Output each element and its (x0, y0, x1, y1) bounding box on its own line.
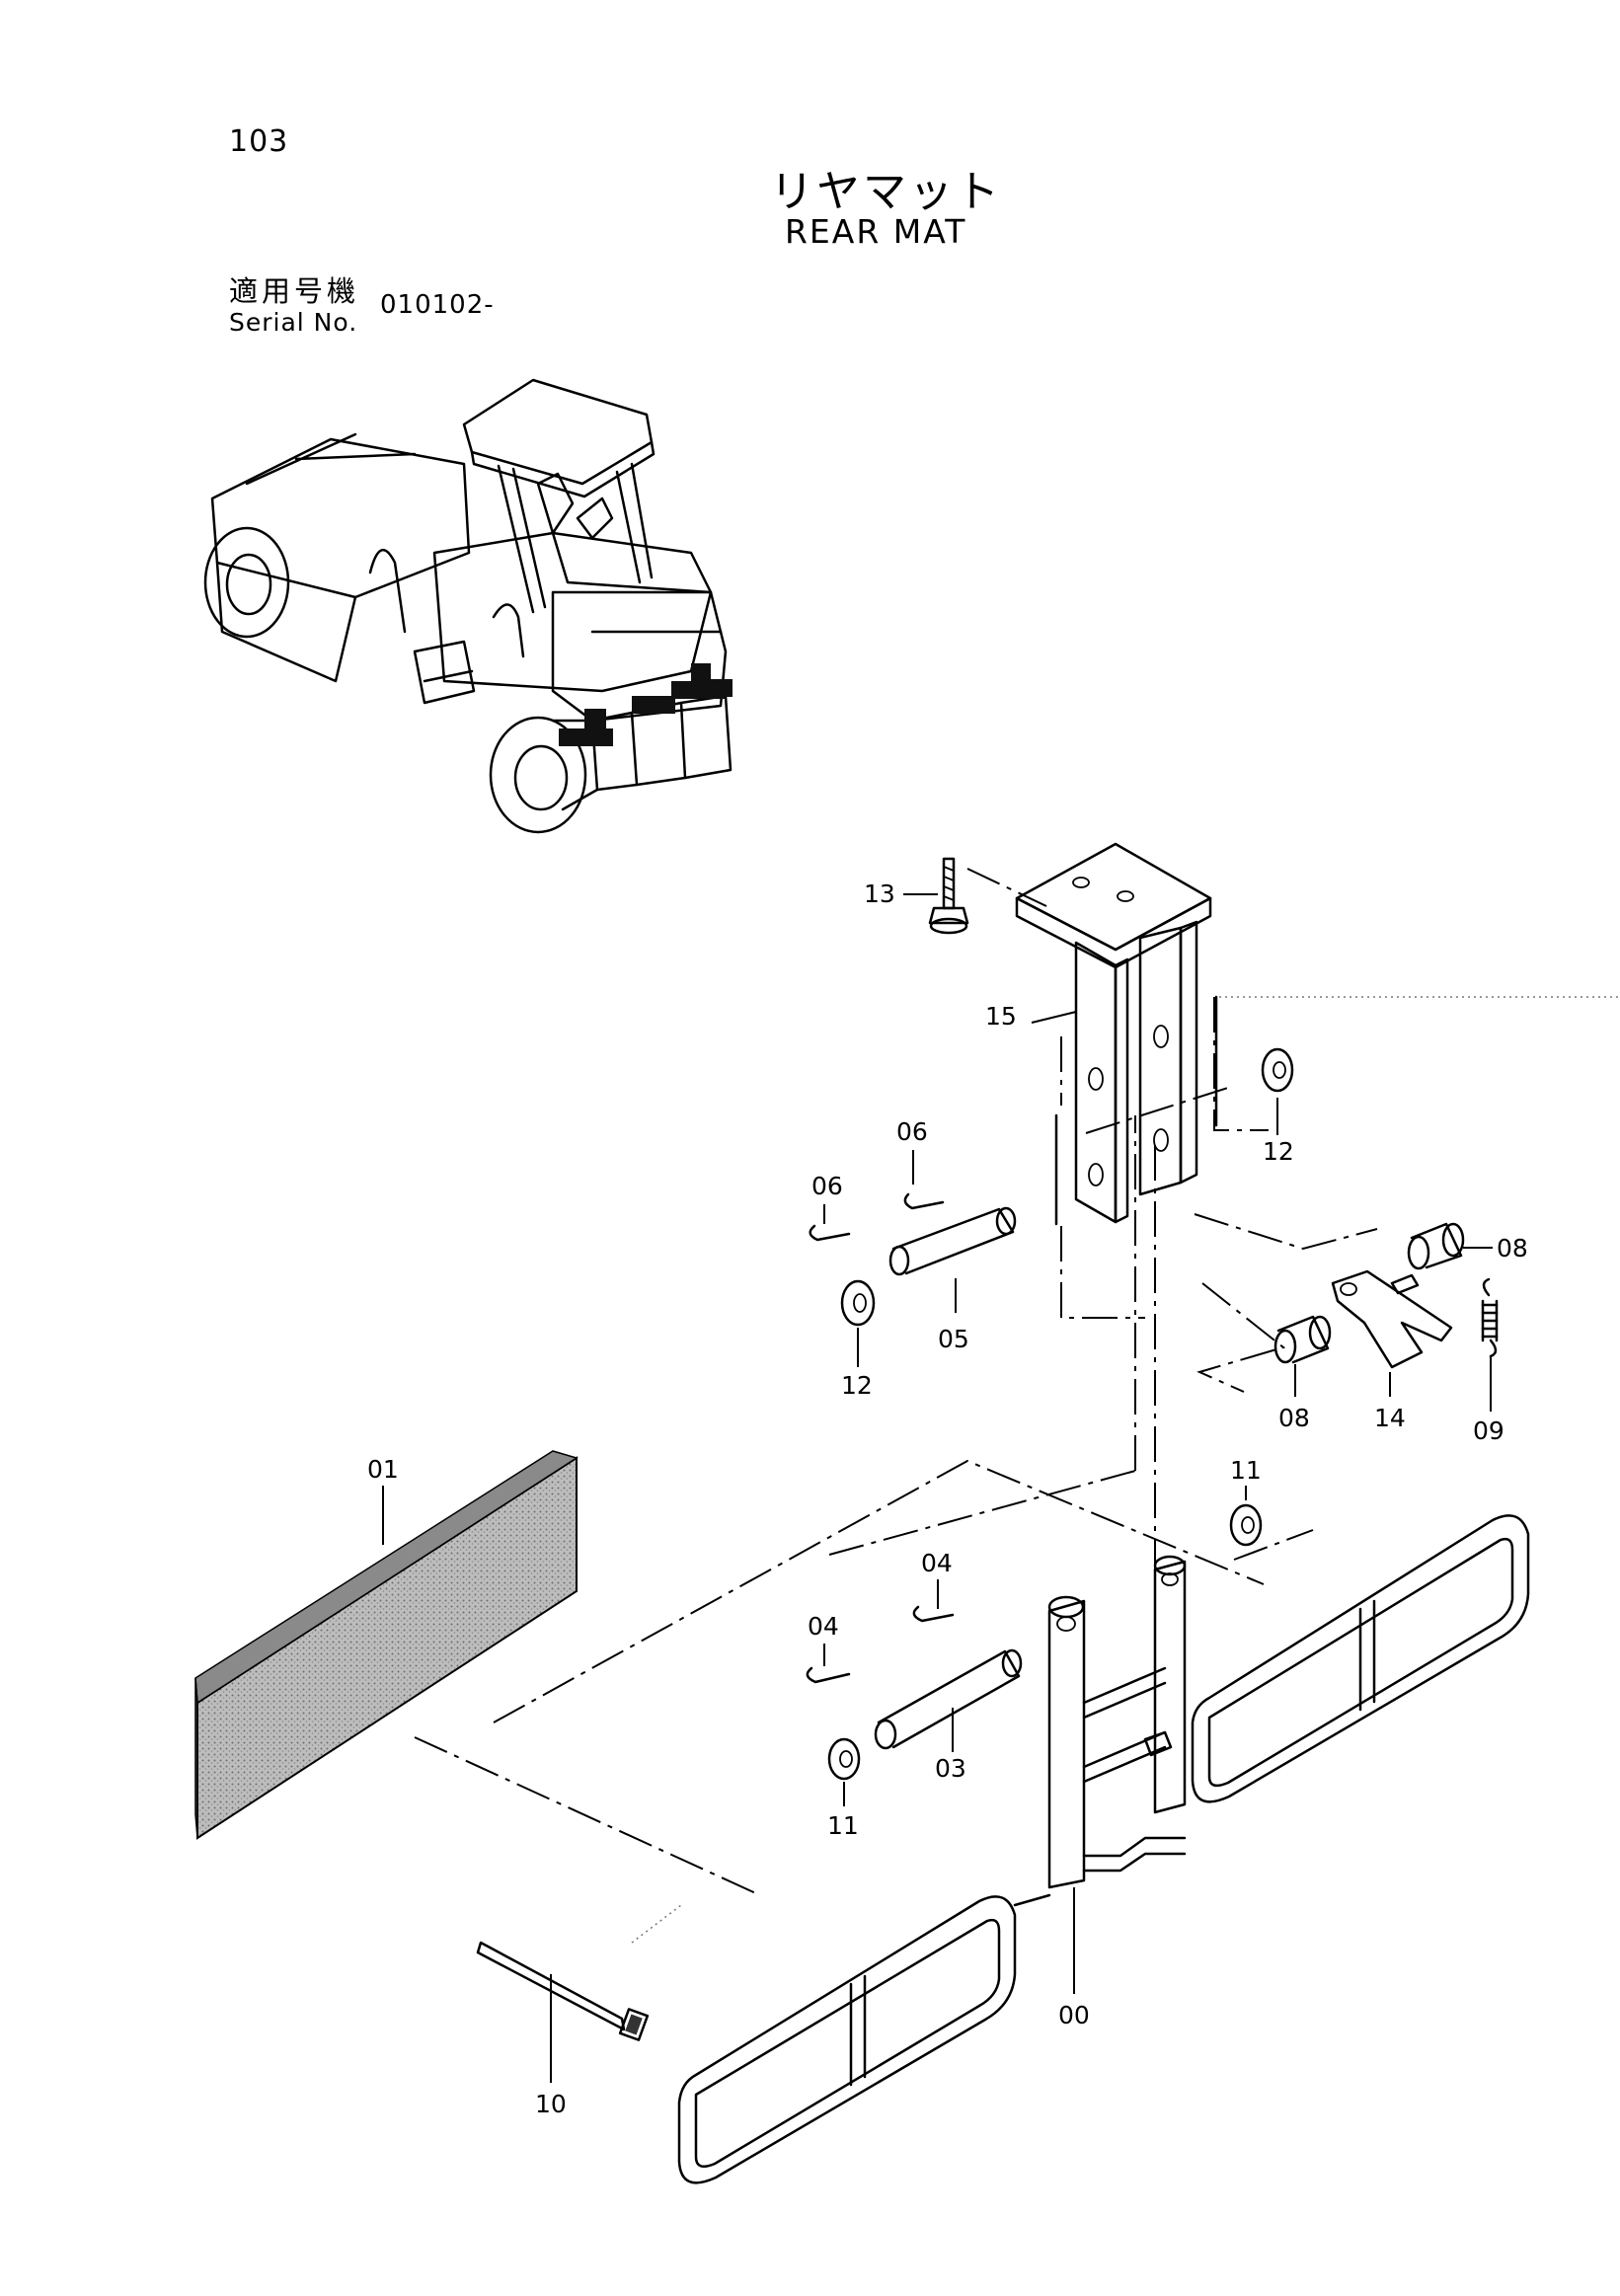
callout-11-lower: 11 (827, 1811, 859, 1840)
callout-04-left: 04 (808, 1612, 839, 1641)
cotter-pin-04-left (806, 1666, 851, 1684)
cotter-pin-04-right (912, 1605, 955, 1623)
callout-labels: 01 13 15 12 06 06 05 12 08 08 14 09 11 0… (367, 880, 1528, 2118)
callout-03: 03 (935, 1754, 966, 1783)
callout-14: 14 (1374, 1404, 1406, 1432)
cotter-pin-06-left (809, 1224, 851, 1242)
washer-12-right (1261, 1047, 1294, 1093)
serial-label-english: Serial No. (229, 308, 358, 337)
callout-12-left: 12 (841, 1371, 873, 1400)
cotter-pin-06-right (903, 1192, 945, 1210)
callout-06-right: 06 (896, 1117, 928, 1146)
band-10-part (476, 1941, 650, 2041)
callout-13: 13 (864, 880, 895, 908)
roller-machine-illustration (203, 378, 733, 834)
pin-03-part (874, 1648, 1023, 1750)
bushing-08-left (1273, 1315, 1332, 1364)
callout-09: 09 (1473, 1416, 1504, 1445)
washer-11-upper (1229, 1503, 1263, 1547)
page-number: 103 (229, 124, 289, 159)
lever-14-part (1331, 1269, 1453, 1369)
reference-dotted-line (631, 1904, 682, 1944)
page-title-english: REAR MAT (785, 212, 967, 251)
serial-number-value: 010102- (380, 290, 495, 320)
callout-12-right: 12 (1263, 1137, 1294, 1166)
callout-15: 15 (985, 1002, 1017, 1031)
pin-05-part (888, 1206, 1017, 1276)
callout-00: 00 (1058, 2001, 1090, 2029)
bracket-part (1015, 842, 1218, 1226)
serial-label-japanese: 適用号機 (229, 274, 360, 308)
callout-05: 05 (938, 1325, 969, 1353)
spring-09-part (1481, 1277, 1499, 1358)
bolt-part (928, 857, 969, 935)
frame-00-part (677, 1514, 1530, 2184)
washer-12-left (840, 1279, 876, 1327)
callout-10: 10 (535, 2090, 567, 2118)
callout-08-right: 08 (1497, 1234, 1528, 1263)
assembly-centerlines (414, 868, 1378, 1896)
page-title-japanese: リヤマット (770, 167, 1002, 217)
callout-01: 01 (367, 1455, 399, 1484)
callout-11-upper: 11 (1230, 1456, 1262, 1485)
callout-08-left: 08 (1278, 1404, 1310, 1432)
bushing-08-right (1407, 1222, 1465, 1270)
callout-04-right: 04 (921, 1549, 953, 1577)
rear-mat-part (194, 1450, 579, 1840)
washer-11-lower (827, 1737, 861, 1781)
callout-leader-lines (382, 893, 1493, 2083)
callout-06-left: 06 (811, 1172, 843, 1200)
